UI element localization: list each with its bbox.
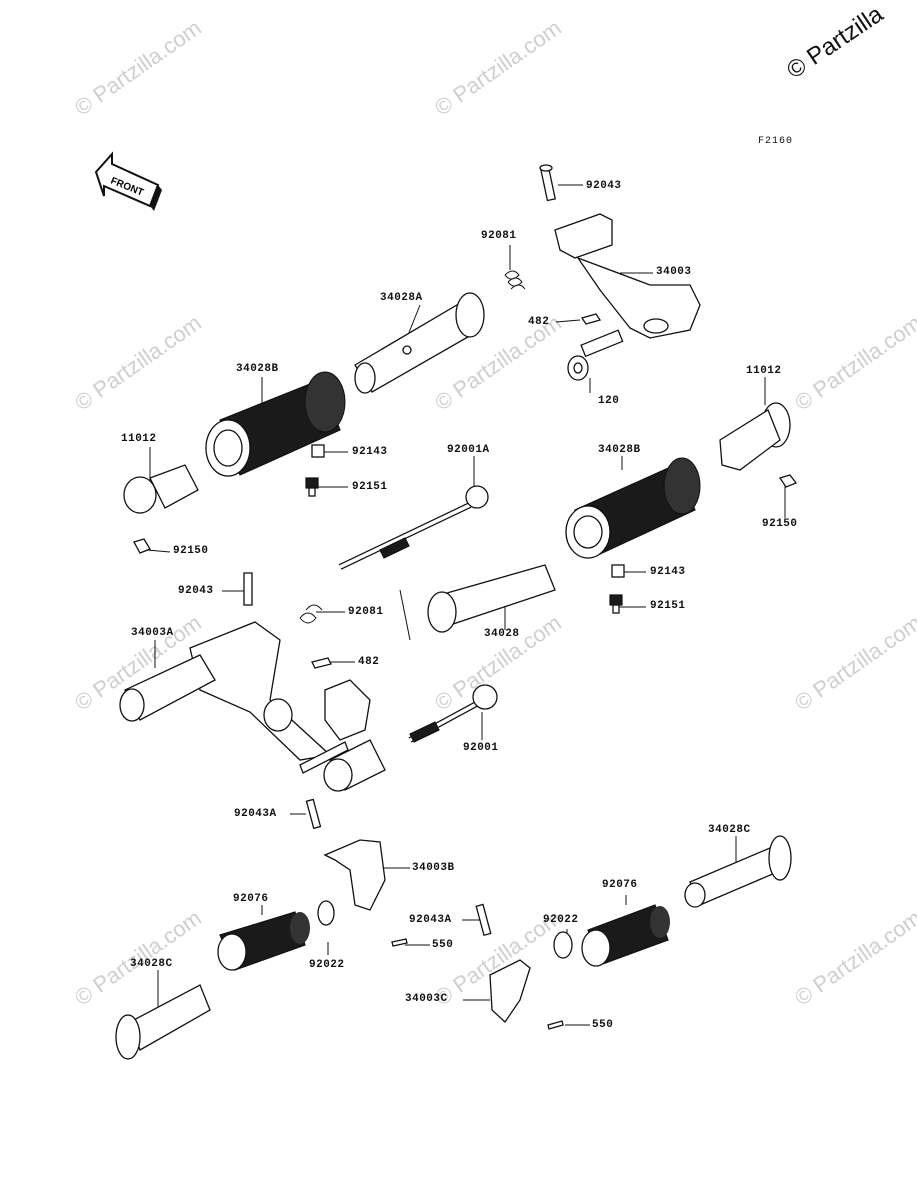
label-120: 120 <box>598 395 620 407</box>
bolt-92150-right <box>778 474 798 488</box>
tube-34028A <box>354 292 485 394</box>
label-92022-left: 92022 <box>309 959 345 971</box>
label-92001: 92001 <box>463 742 499 754</box>
grip-92076-left <box>217 911 310 971</box>
label-92143-left: 92143 <box>352 446 388 458</box>
label-34028C-right: 34028C <box>708 824 751 836</box>
pedal-arm-34003 <box>554 213 701 339</box>
figure-code: F2160 <box>758 136 794 147</box>
label-34003A: 34003A <box>131 627 174 639</box>
label-34003C: 34003C <box>405 993 448 1005</box>
pin-550-left <box>391 938 408 947</box>
spring-92081-top <box>504 270 526 290</box>
label-92151-right: 92151 <box>650 600 686 612</box>
collar-92143-right <box>611 564 625 578</box>
label-92150-right: 92150 <box>762 518 798 530</box>
label-34003: 34003 <box>656 266 692 278</box>
label-92043A-right: 92043A <box>409 914 452 926</box>
label-482-top: 482 <box>528 316 550 328</box>
label-34028A: 34028A <box>380 292 423 304</box>
washer-92022-right <box>553 931 573 959</box>
leader-lines <box>146 184 786 1026</box>
grip-92076-right <box>581 904 670 967</box>
label-34028C-left: 34028C <box>130 958 173 970</box>
label-92081-top: 92081 <box>481 230 517 242</box>
clip-482-top <box>580 313 602 325</box>
label-34003B: 34003B <box>412 862 455 874</box>
label-92043-top: 92043 <box>586 180 622 192</box>
label-92143-right: 92143 <box>650 566 686 578</box>
bolt-92151-left <box>305 477 319 497</box>
tube-34028C-right <box>684 835 792 908</box>
tube-34028C-left <box>115 984 211 1060</box>
pin-550-right <box>547 1020 564 1030</box>
label-92081-mid: 92081 <box>348 606 384 618</box>
clip-482-mid <box>311 657 332 669</box>
rubber-34028B-right <box>565 457 701 559</box>
label-92043-mid: 92043 <box>178 585 214 597</box>
label-11012-left: 11012 <box>121 433 157 445</box>
pin-92043-mid <box>243 572 253 606</box>
label-11012-right: 11012 <box>746 365 782 377</box>
label-92001A: 92001A <box>447 444 490 456</box>
rubber-34028B-left <box>205 371 346 477</box>
label-34028B-left: 34028B <box>236 363 279 375</box>
label-482-mid: 482 <box>358 656 380 668</box>
washer-92022-left <box>317 900 335 926</box>
collar-92143-left <box>311 444 325 458</box>
label-92043A-left: 92043A <box>234 808 277 820</box>
bolt-120 <box>567 329 624 381</box>
label-92076-right: 92076 <box>602 879 638 891</box>
bolt-92150-left <box>133 538 151 554</box>
label-34028B-right: 34028B <box>598 444 641 456</box>
tube-34028 <box>427 564 556 633</box>
front-arrow-icon: FRONT <box>94 151 162 211</box>
label-34028: 34028 <box>484 628 520 640</box>
pedal-34003A <box>119 621 386 792</box>
bolt-92001A <box>338 485 489 570</box>
label-92150-left: 92150 <box>173 545 209 557</box>
cap-11012-left <box>123 464 199 514</box>
label-92022-right: 92022 <box>543 914 579 926</box>
label-550-left: 550 <box>432 939 454 951</box>
bracket-34003C <box>489 959 531 1023</box>
label-92076-left: 92076 <box>233 893 269 905</box>
bolt-92001 <box>408 684 498 743</box>
pin-92043A-left <box>305 798 322 830</box>
pin-92043-top <box>539 164 557 202</box>
cap-11012-right <box>719 402 791 471</box>
bolt-92151-right <box>609 594 623 614</box>
label-92151-left: 92151 <box>352 481 388 493</box>
label-550-right: 550 <box>592 1019 614 1031</box>
spring-92081-mid <box>299 604 323 624</box>
pin-92043A-right <box>475 903 492 937</box>
bracket-34003B <box>323 839 386 911</box>
